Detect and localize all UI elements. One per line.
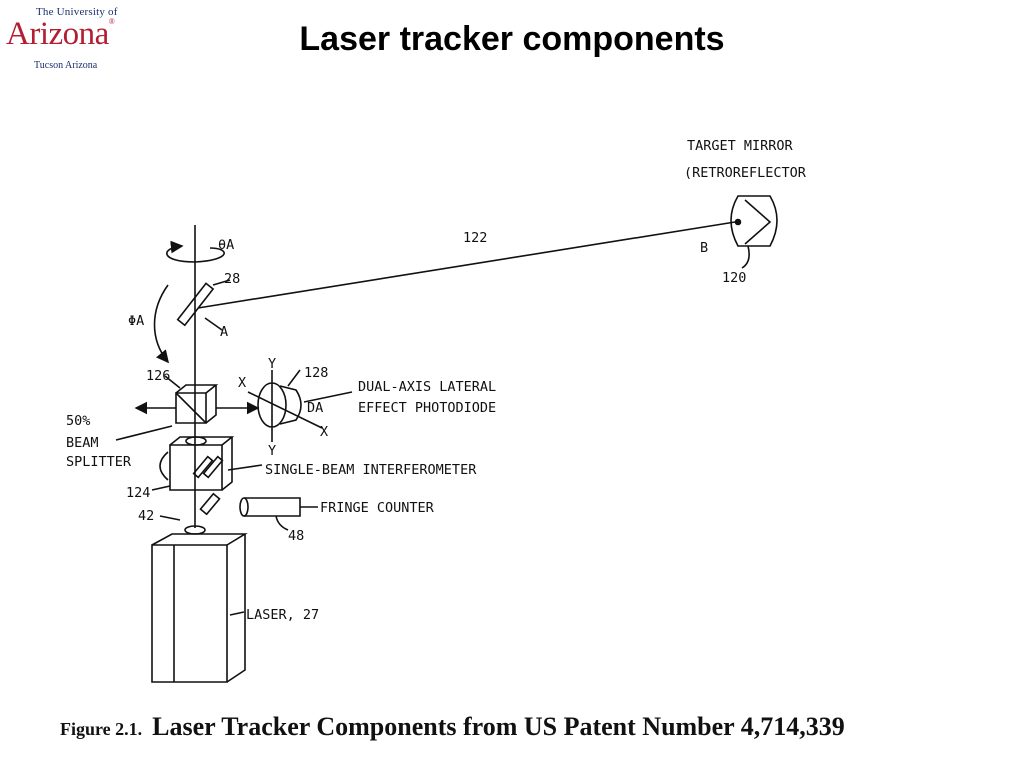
label-42: 42 — [138, 508, 154, 524]
label-x-left: X — [238, 375, 246, 391]
label-fringe-counter: FRINGE COUNTER — [320, 500, 435, 516]
logo-wordmark: Arizona® — [6, 16, 115, 52]
label-retroreflector: (RETROREFLECTOR — [684, 165, 807, 181]
label-target-mirror: TARGET MIRROR — [687, 138, 794, 154]
page-title: Laser tracker components — [299, 20, 725, 58]
photodiode-shape — [247, 370, 323, 442]
label-124: 124 — [126, 485, 150, 501]
label-120: 120 — [722, 270, 746, 286]
label-x-right: X — [320, 424, 328, 440]
mirror-28-shape — [176, 282, 215, 327]
logo-line1: The University of — [36, 6, 118, 18]
logo-line3: Tucson Arizona — [34, 60, 98, 71]
beam-to-target-line — [197, 221, 736, 309]
label-b: B — [700, 240, 708, 256]
label-50-percent: 50% — [66, 413, 90, 429]
label-28: 28 — [224, 271, 240, 287]
label-dual-axis-1: DUAL-AXIS LATERAL — [358, 379, 496, 395]
label-splitter: SPLITTER — [66, 454, 132, 470]
interferometer-shape — [159, 436, 235, 491]
label-48: 48 — [288, 528, 304, 544]
logo-name: Arizona — [6, 16, 109, 52]
laser-box-shape — [151, 525, 248, 683]
label-126: 126 — [146, 368, 170, 384]
label-beam: BEAM — [66, 435, 99, 451]
label-theta-a: θA — [218, 237, 234, 253]
label-a: A — [220, 324, 228, 340]
fringe-counter-shape — [199, 492, 301, 517]
label-dual-axis-2: EFFECT PHOTODIODE — [358, 400, 496, 416]
label-interferometer: SINGLE-BEAM INTERFEROMETER — [265, 462, 477, 478]
logo-trademark: ® — [108, 17, 115, 26]
label-128: 128 — [304, 365, 328, 381]
label-da: DA — [307, 400, 323, 416]
label-y-top: Y — [268, 356, 276, 372]
figure-caption-text: Laser Tracker Components from US Patent … — [152, 712, 845, 741]
figure-number: Figure 2.1. — [60, 719, 143, 739]
target-mirror-shape — [730, 195, 778, 269]
university-logo: The University of Arizona® Tucson Arizon… — [4, 4, 164, 74]
theta-rotation-arrow — [166, 240, 225, 263]
label-122: 122 — [463, 230, 487, 246]
label-laser: LASER, 27 — [246, 607, 319, 623]
beam-splitter-cube — [175, 384, 219, 424]
label-y-bottom: Y — [268, 443, 276, 459]
phi-rotation-arrow — [153, 284, 170, 364]
label-phi-a: ΦA — [128, 313, 144, 329]
figure-caption: Figure 2.1. Laser Tracker Components from… — [60, 712, 1000, 742]
